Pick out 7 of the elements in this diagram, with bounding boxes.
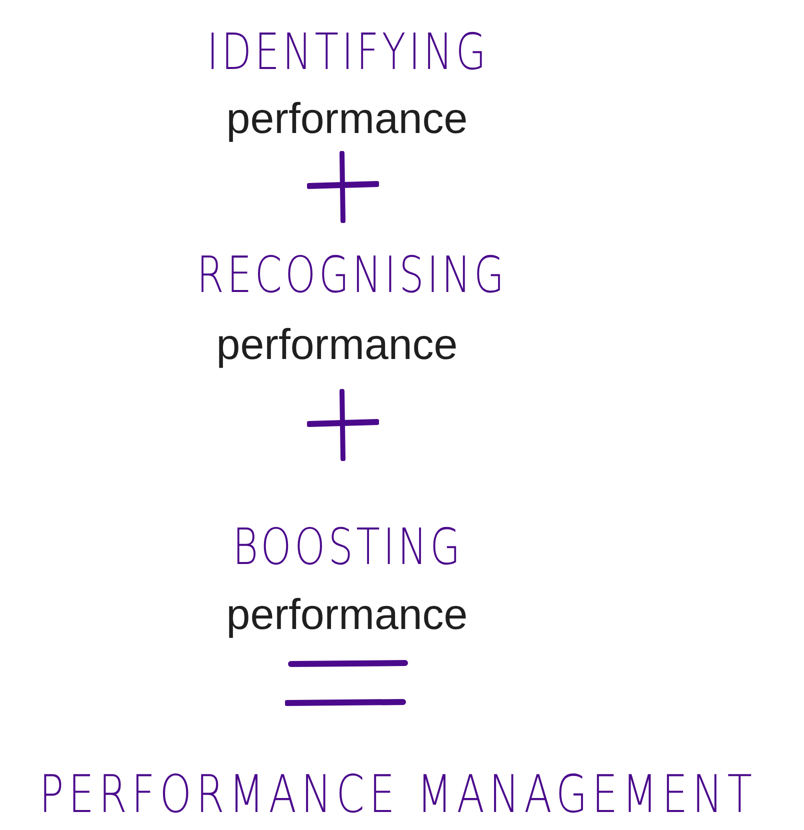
- heading-text: RECOGNISING: [196, 245, 508, 305]
- heading-text: IDENTIFYING: [206, 22, 490, 82]
- label-text: performance: [216, 320, 458, 370]
- heading-text: PERFORMANCE MANAGEMENT: [39, 764, 757, 826]
- heading-text: BOOSTING: [232, 517, 464, 577]
- label-text: performance: [226, 590, 468, 640]
- label-text: performance: [226, 94, 468, 144]
